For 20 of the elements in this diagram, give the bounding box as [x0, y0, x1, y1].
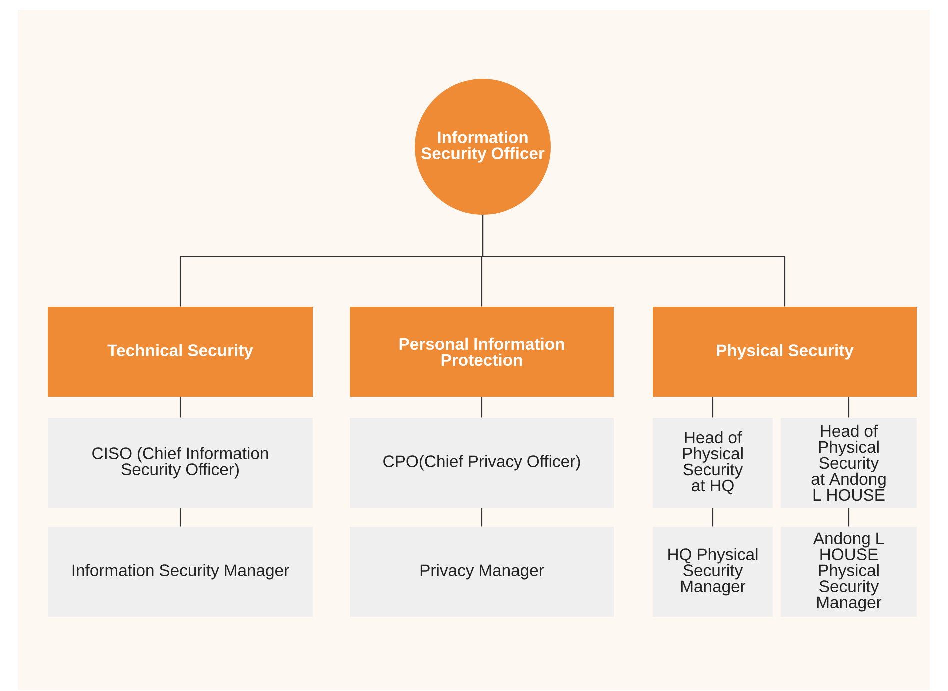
role-box: Head of Physical Security at Andong L HOUSE [781, 418, 917, 508]
role-box: CISO (Chief Information Security Officer) [48, 418, 313, 508]
role-box: CPO(Chief Privacy Officer) [350, 418, 614, 508]
connector-line [180, 397, 182, 418]
role-box: Information Security Manager [48, 527, 313, 617]
connector-line [848, 508, 850, 527]
connector-line [481, 397, 483, 418]
division-box: Personal Information Protection [350, 307, 614, 397]
connector-line [848, 397, 850, 418]
role-box: Head of Physical Security at HQ [653, 418, 773, 508]
division-box: Technical Security [48, 307, 313, 397]
connector-line [481, 508, 483, 527]
division-box: Physical Security [653, 307, 917, 397]
role-box: Privacy Manager [350, 527, 614, 617]
role-box: HQ Physical Security Manager [653, 527, 773, 617]
connector-line [482, 215, 786, 307]
role-box: Andong L HOUSE Physical Security Manager [781, 527, 917, 617]
connector-line [712, 397, 714, 418]
connector-line [712, 508, 714, 527]
connector-line [180, 508, 182, 527]
